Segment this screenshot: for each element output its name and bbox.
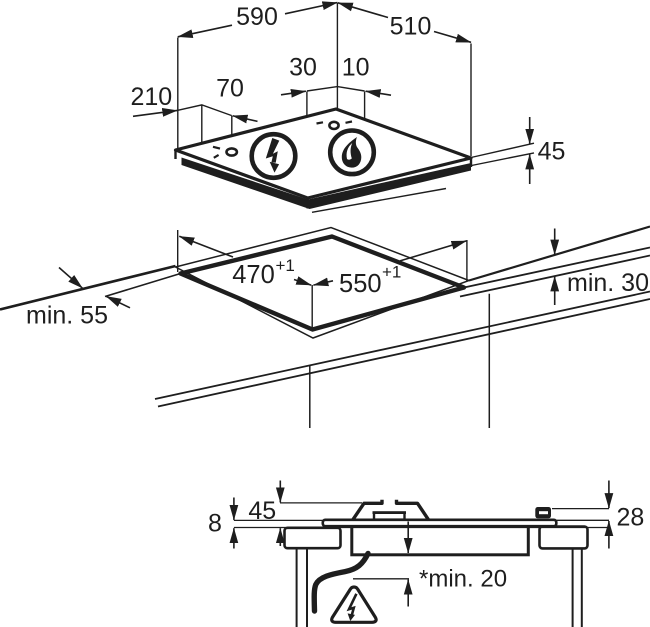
svg-text:10: 10	[342, 53, 370, 81]
svg-text:550: 550	[339, 270, 382, 298]
svg-text:590: 590	[236, 3, 278, 31]
svg-text:8: 8	[208, 510, 222, 538]
svg-text:30: 30	[289, 53, 317, 81]
svg-text:min. 30: min. 30	[567, 269, 649, 297]
svg-text:510: 510	[390, 13, 432, 41]
svg-text:+1: +1	[276, 256, 295, 275]
svg-text:28: 28	[616, 504, 644, 532]
svg-text:45: 45	[248, 497, 276, 525]
svg-text:45: 45	[538, 137, 566, 165]
svg-text:470: 470	[232, 261, 275, 289]
svg-text:*min. 20: *min. 20	[419, 566, 507, 593]
svg-text:70: 70	[216, 75, 244, 103]
svg-text:min. 55: min. 55	[26, 302, 108, 330]
svg-text:210: 210	[130, 83, 172, 111]
svg-text:+1: +1	[382, 263, 401, 282]
